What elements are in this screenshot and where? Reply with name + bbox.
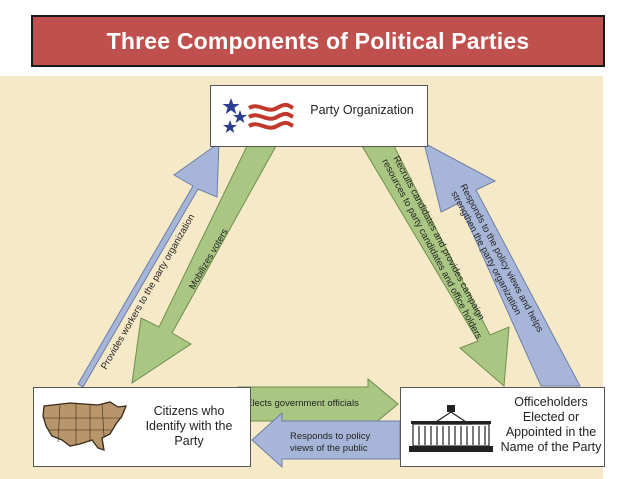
arrow-provides-workers [77,142,220,388]
us-map-icon [42,401,128,451]
label-party-organization: Party Organization [310,103,414,117]
arrow-mobilizes-voters [131,145,277,385]
node-officeholders: Officeholders Elected or Appointed in th… [400,387,605,467]
text-elects: Elects government officials [246,398,359,409]
slide-title-bar: Three Components of Political Parties [31,15,605,67]
white-house-icon [409,405,493,452]
label-officeholders: Officeholders Elected or Appointed in th… [500,395,602,454]
node-citizens: Citizens who Identify with the Party [33,387,251,467]
arrow-recruits-candidates [361,145,510,388]
text-policy-line2: views of the public [290,443,368,454]
arrow-responds-public [251,411,401,469]
arrow-responds-policy-views [423,142,581,387]
text-policy-line1: Responds to policy [290,431,371,442]
flag-stars-icon [222,98,294,133]
node-party-organization: Party Organization [210,85,428,147]
slide-title: Three Components of Political Parties [106,27,530,54]
label-citizens: Citizens who Identify with the Party [145,404,233,448]
